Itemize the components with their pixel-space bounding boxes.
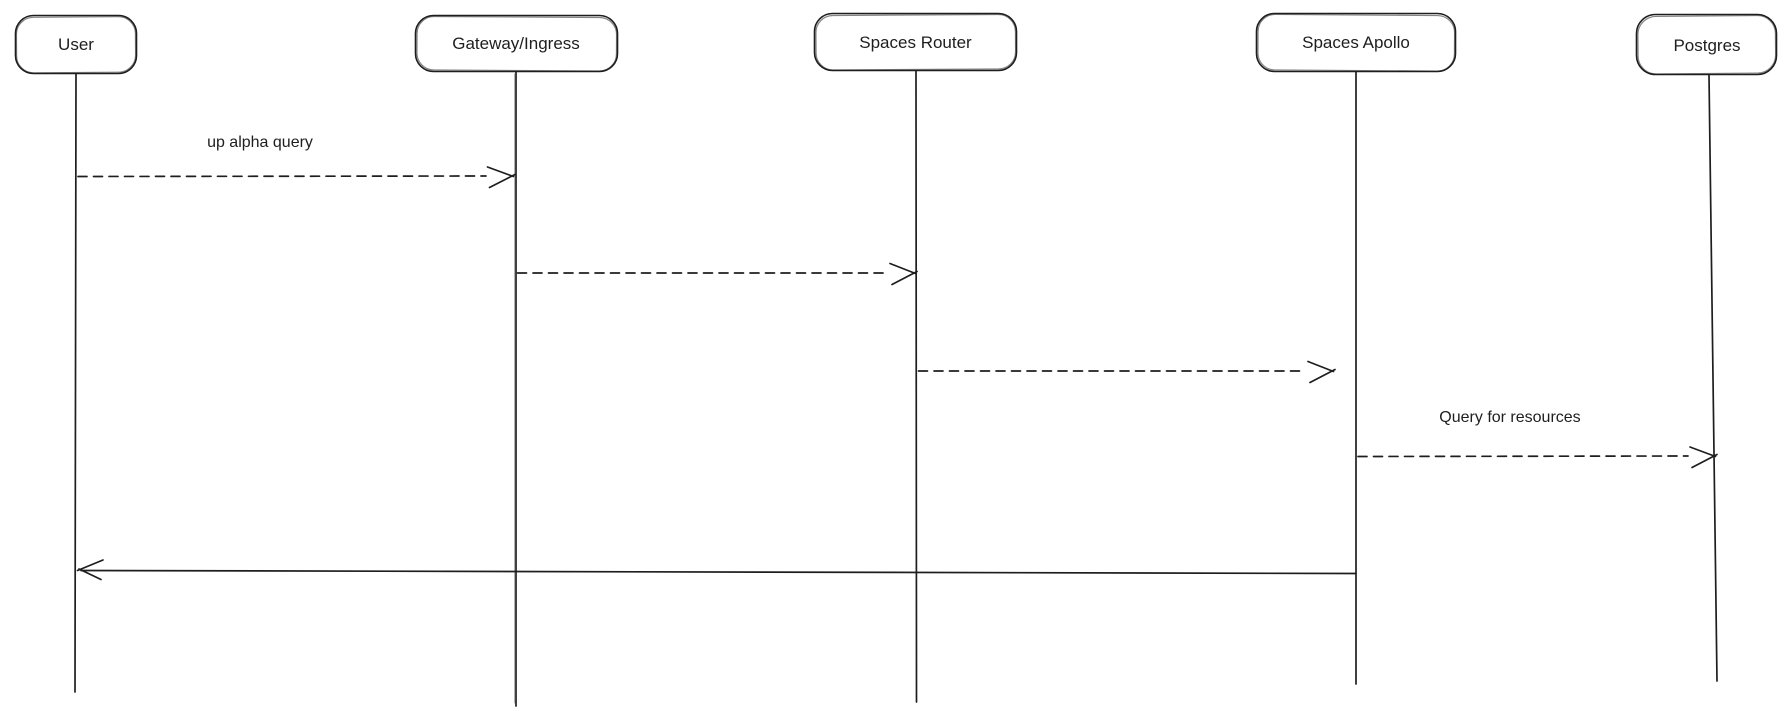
lifeline-spaces-router	[915, 70, 918, 703]
actors: User Gateway/Ingress Spaces Router Space…	[14, 12, 1778, 76]
actor-postgres: Postgres	[1635, 13, 1778, 76]
message-4: Query for resources	[1357, 409, 1718, 469]
actor-box-user-sketch	[15, 16, 137, 74]
message-2-arrowhead-icon	[889, 262, 918, 286]
actor-box-gateway	[414, 14, 619, 73]
message-4-line	[1357, 455, 1689, 458]
message-2	[516, 262, 918, 286]
actor-label-spaces-apollo: Spaces Apollo	[1302, 33, 1410, 52]
actor-box-user	[14, 14, 138, 75]
lifeline-user	[74, 72, 77, 693]
actor-box-spaces-apollo	[1255, 12, 1457, 73]
actor-user: User	[14, 14, 138, 75]
actor-box-spaces-router	[813, 12, 1018, 72]
message-1-arrowhead-icon	[486, 166, 516, 189]
message-1-label: up alpha query	[207, 134, 313, 151]
message-5-line	[80, 569, 1357, 575]
message-1: up alpha query	[77, 134, 516, 189]
message-4-label: Query for resources	[1439, 409, 1580, 426]
message-1-line	[77, 175, 487, 178]
actor-spaces-router: Spaces Router	[813, 12, 1018, 72]
actor-box-postgres-sketch	[1637, 14, 1777, 75]
message-3-arrowhead-icon	[1307, 360, 1336, 384]
actor-box-gateway-sketch	[416, 15, 618, 72]
message-4-arrowhead-icon	[1689, 446, 1718, 469]
actor-gateway: Gateway/Ingress	[414, 14, 619, 73]
actor-box-spaces-apollo-sketch	[1257, 13, 1456, 72]
actor-label-gateway: Gateway/Ingress	[452, 34, 580, 53]
messages: up alpha query Query for resources	[76, 134, 1718, 581]
lifelines	[74, 70, 1718, 707]
actor-label-spaces-router: Spaces Router	[859, 33, 972, 52]
message-5-arrowhead-icon	[76, 559, 104, 581]
message-5-return	[76, 559, 1357, 581]
actor-label-user: User	[58, 35, 94, 54]
actor-label-postgres: Postgres	[1673, 36, 1740, 55]
message-3	[917, 360, 1336, 384]
actor-spaces-apollo: Spaces Apollo	[1255, 12, 1457, 73]
lifeline-postgres	[1708, 74, 1718, 682]
actor-box-spaces-router-sketch	[815, 13, 1017, 71]
actor-box-postgres	[1635, 13, 1778, 76]
